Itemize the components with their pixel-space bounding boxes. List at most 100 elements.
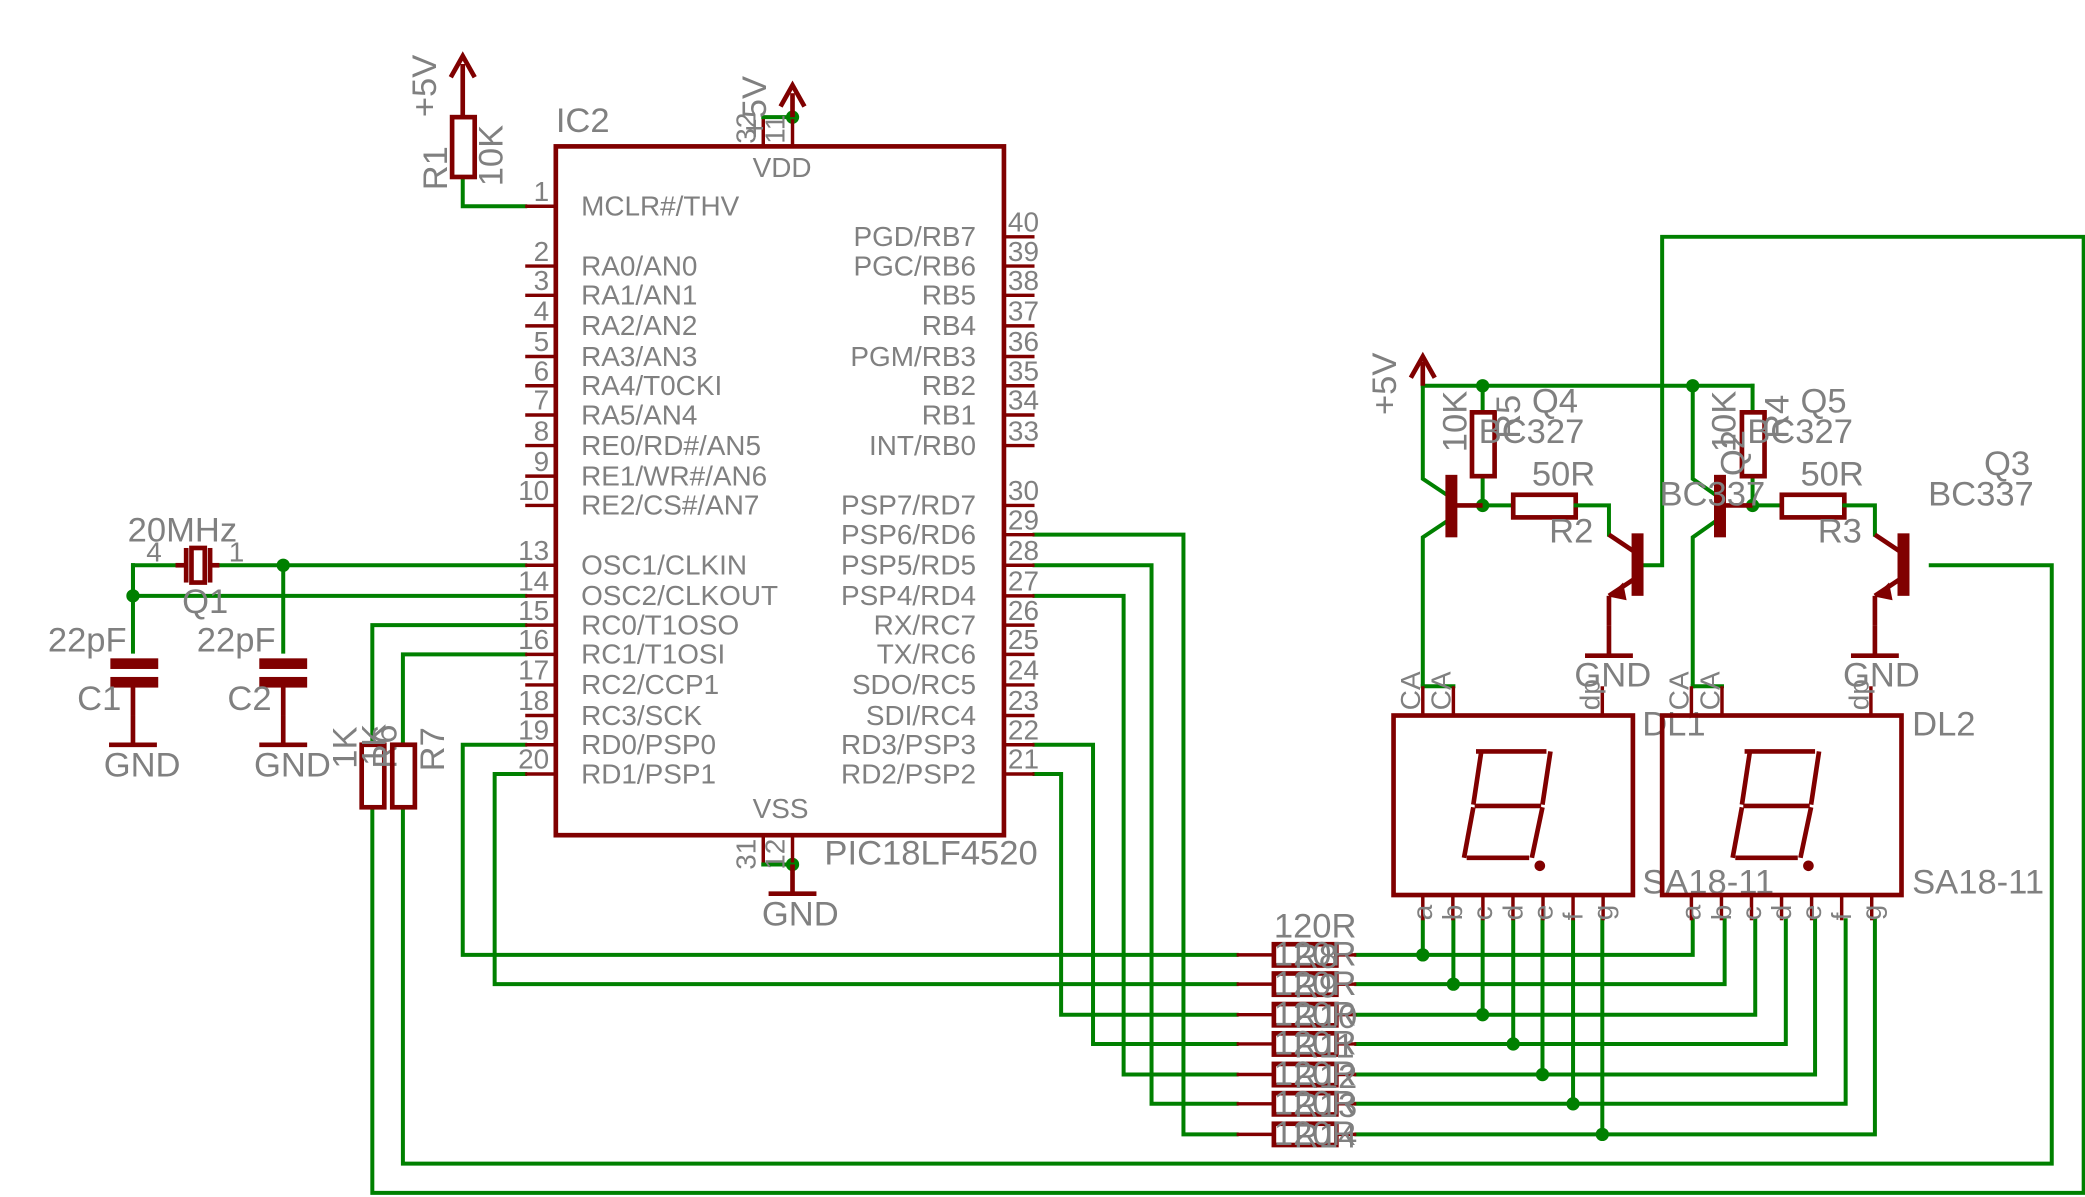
ic2-right-pin-name: PGD/RB7 — [853, 221, 976, 252]
capacitor-c1: 22pF C1 — [48, 622, 159, 718]
ic2-right-pin-number: 29 — [1008, 504, 1039, 535]
display-bottom-pin-label: e — [1796, 905, 1827, 921]
ic2-right-pin-number: 22 — [1008, 714, 1039, 745]
ic2-ref-label: IC2 — [556, 102, 610, 140]
display-bottom-pin-label: g — [1856, 905, 1887, 921]
q3-value: BC337 — [1928, 475, 2034, 513]
ic2-part-label: PIC18LF4520 — [824, 834, 1037, 872]
ic2-right-pin-number: 28 — [1008, 535, 1039, 566]
ic2-left-pin-name: RC1/T1OSI — [581, 639, 725, 670]
ic2-left-pin-number: 15 — [518, 595, 549, 626]
c1-gnd-label: GND — [104, 747, 181, 785]
ic2-right-pin-name: RB5 — [922, 280, 976, 311]
transistor-q4: Q4 BC327 — [1445, 382, 1584, 538]
ic2-right-pin-name: RB2 — [922, 370, 976, 401]
ic2-right-pin-name: SDO/RC5 — [852, 669, 976, 700]
crystal-q1: 20MHz Q1 4 1 — [128, 511, 245, 621]
ic2-right-pin-name: PSP6/RD6 — [841, 519, 976, 550]
r4-value: 10K — [1705, 391, 1743, 453]
ic2-left-pin-number: 5 — [534, 326, 550, 357]
display-bottom-pin-label: b — [1706, 905, 1737, 921]
r1-ref: R1 — [417, 146, 455, 190]
resistor-r4: 10K R4 — [1705, 391, 1796, 479]
display-bottom-pin-label: b — [1437, 905, 1468, 921]
dl1-ref: DL1 — [1642, 705, 1705, 743]
segment-resistor-ref: R9 — [1294, 967, 1338, 1005]
ic2-left-pin-number: 9 — [534, 446, 550, 477]
ic-supply-label: +5V — [736, 76, 774, 138]
display-bottom-pin-label: c — [1736, 906, 1767, 920]
r7-value: 1K — [356, 724, 394, 766]
ic2-right-pin-number: 27 — [1008, 566, 1039, 597]
ic2-left-pin-number: 16 — [518, 624, 549, 655]
r6-value: 1K — [326, 726, 364, 768]
crystal-pin-right: 1 — [229, 536, 245, 567]
ic2-left-pin-number: 17 — [518, 655, 549, 686]
c1-ref: C1 — [77, 680, 121, 718]
c2-value: 22pF — [197, 622, 276, 660]
ic2-left-pin-name: RA2/AN2 — [581, 310, 697, 341]
display-bottom-pin-label: d — [1497, 905, 1528, 921]
transistor-q5: Q5 BC327 — [1714, 382, 1853, 538]
r5-value: 10K — [1437, 391, 1475, 453]
r3-ref: R3 — [1818, 513, 1862, 551]
display-top-pin-label: dp — [1843, 679, 1874, 710]
r4-ref: R4 — [1758, 395, 1796, 439]
ic2-left-pin-name: RC0/T1OSO — [581, 609, 739, 640]
resistor-r6: 1K R6 — [326, 725, 404, 810]
r1-value: 10K — [473, 125, 511, 186]
ic2-left-pin-name: RE0/RD#/AN5 — [581, 430, 761, 461]
transistor-q2: Q2 BC337 — [1606, 430, 1765, 626]
ic2-right-pin-name: TX/RC6 — [877, 639, 976, 670]
c2-ref: C2 — [227, 680, 271, 718]
display-supply-label: +5V — [1366, 353, 1404, 415]
r3-value: 50R — [1800, 455, 1863, 493]
q3-ref: Q3 — [1984, 445, 2030, 483]
q5-ref: Q5 — [1800, 382, 1846, 420]
display-segment — [1529, 806, 1545, 859]
display-top-pin-label: CA — [1426, 671, 1457, 710]
segment-resistor-ref: R12 — [1294, 1058, 1357, 1096]
ic2-left-pin-number: 8 — [534, 415, 550, 446]
ic2-left-pin-name: RA4/T0CKI — [581, 370, 722, 401]
display-bottom-pin-label: d — [1766, 905, 1797, 921]
ic2-right-pin-number: 39 — [1008, 236, 1039, 267]
ic2-vss-pin-b: 12 — [760, 839, 791, 870]
transistor-q3: Q3 BC337 — [1872, 445, 2034, 626]
display-segment — [1808, 751, 1822, 805]
ic2-right-pin-number: 23 — [1008, 685, 1039, 716]
resistor-r3: 50R R3 — [1750, 455, 1877, 551]
power-symbols: +5V +5V +5V GND GND GND GND GND — [104, 51, 1920, 934]
ic2-right-pin-number: 35 — [1008, 355, 1039, 386]
segment-resistor-value: 120R — [1274, 1115, 1357, 1153]
display-segment — [1471, 751, 1484, 805]
ic2-left-pin-name: RE2/CS#/AN7 — [581, 490, 759, 521]
display-decimal-point — [1534, 860, 1546, 872]
q2-value: BC337 — [1659, 475, 1765, 513]
ic2-right-pin-number: 26 — [1008, 595, 1039, 626]
ic2-left-pin-name: MCLR#/THV — [581, 191, 740, 222]
ic2-left-pin-number: 6 — [534, 355, 550, 386]
ic2-right-pin-name: RB1 — [922, 399, 976, 430]
segment-resistor-value: 120R — [1274, 936, 1357, 974]
ic2-right-pin-number: 34 — [1008, 385, 1039, 416]
c1-value: 22pF — [48, 622, 127, 660]
segment-resistor-ref: R11 — [1294, 1027, 1355, 1065]
ic2-left-pin-name: RA3/AN3 — [581, 341, 697, 372]
display-segment — [1798, 806, 1814, 859]
capacitor-c2: 22pF C2 — [197, 622, 308, 718]
ic2-right-pin-name: PGM/RB3 — [850, 341, 976, 372]
ic2-right-pin-number: 38 — [1008, 265, 1039, 296]
segment-resistor-value: 120R — [1274, 995, 1357, 1033]
ic2-right-pin-name: RX/RC7 — [874, 609, 976, 640]
ic2-left-pin-number: 4 — [534, 296, 550, 327]
c2-gnd-label: GND — [254, 747, 331, 785]
ic2-vss-label: VSS — [753, 793, 809, 824]
display-bottom-pin-label: g — [1587, 905, 1618, 921]
ic2-left-pin-name: OSC1/CLKIN — [581, 550, 747, 581]
display-top-pin-label: dp — [1575, 679, 1606, 710]
ic2-left-pin-number: 10 — [518, 475, 549, 506]
display-top-pin-label: CA — [1664, 671, 1695, 710]
